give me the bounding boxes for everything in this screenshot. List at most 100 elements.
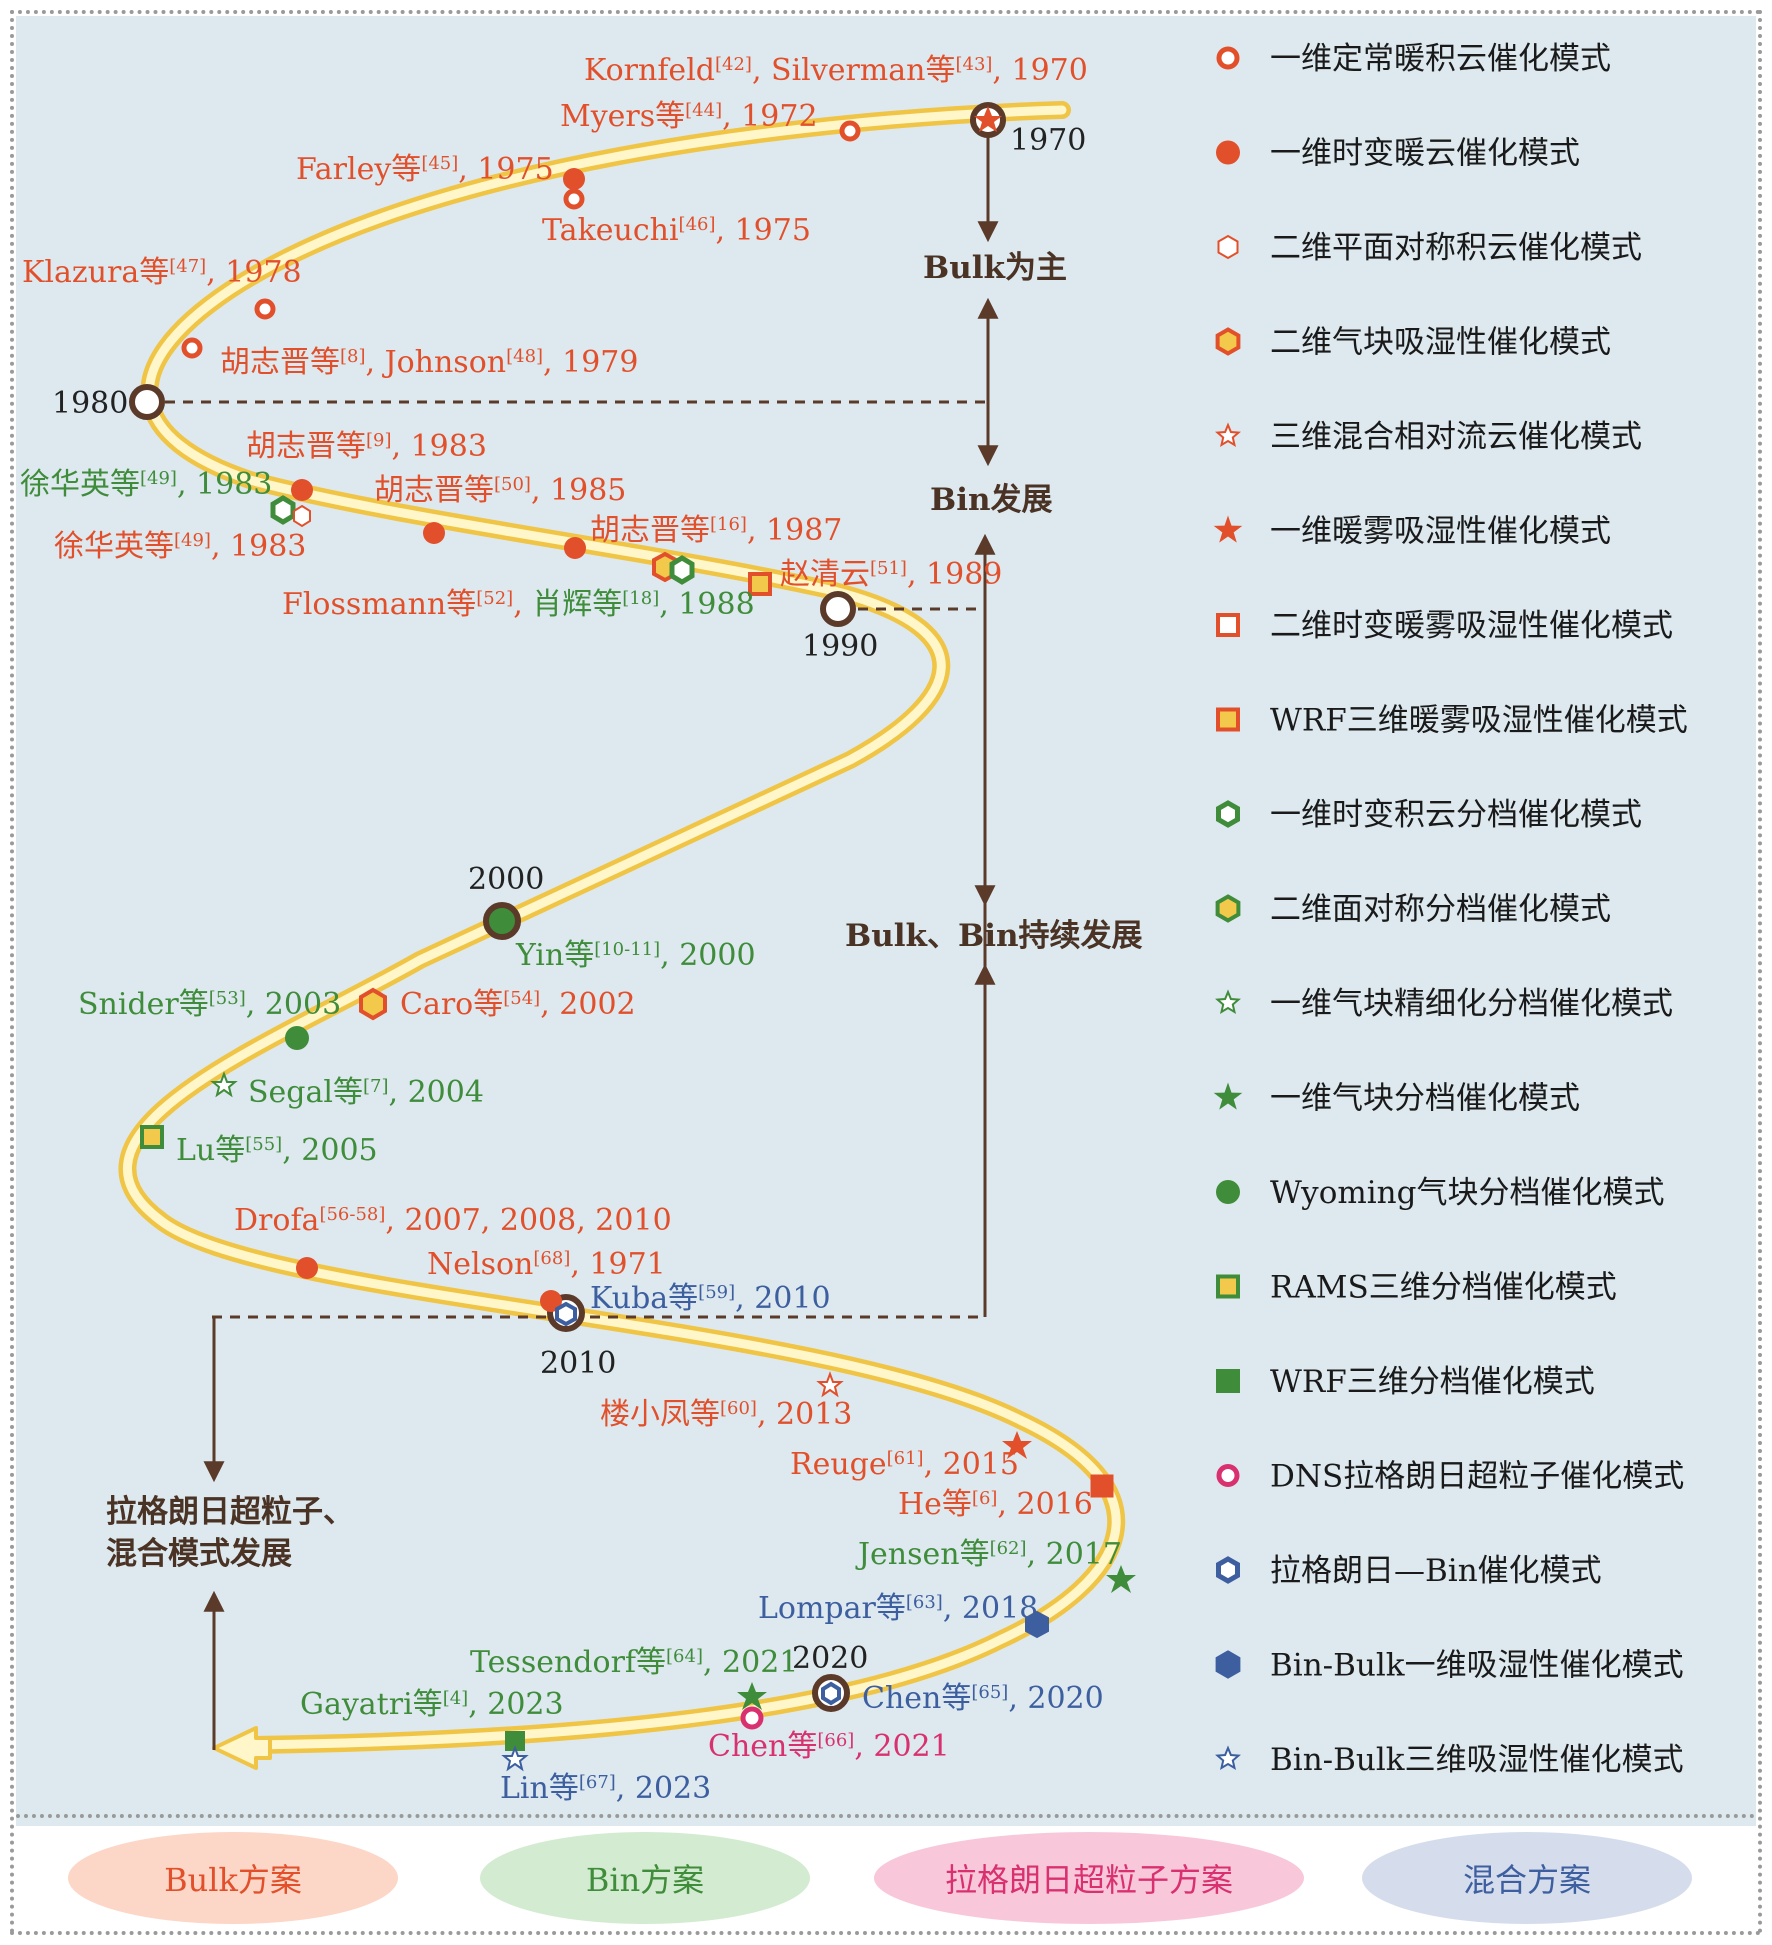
year-label-2010: 2010 xyxy=(540,1346,616,1381)
timeline-arrowhead xyxy=(212,1726,272,1770)
legend: 一维定常暖积云催化模式一维时变暖云催化模式二维平面对称积云催化模式二维气块吸湿性… xyxy=(1213,41,1688,1778)
year-label-1990: 1990 xyxy=(802,629,878,664)
square-filled-icon xyxy=(1090,1474,1114,1498)
dot-icon xyxy=(1216,140,1240,165)
ring-icon xyxy=(839,120,861,142)
year-label-1980: 1980 xyxy=(52,386,128,421)
star-filled-icon xyxy=(1213,515,1243,543)
hexagon-filled-icon xyxy=(1025,1610,1049,1639)
dot-icon xyxy=(296,1257,318,1279)
star-outline-icon xyxy=(1215,422,1241,447)
star-filled-icon xyxy=(1213,1082,1243,1110)
stage-labels: Bulk为主 Bin发展 Bulk、Bin持续发展 拉格朗日超粒子、 混合模式发… xyxy=(106,250,1143,1572)
study-label: 徐华英等[49], 1983 xyxy=(20,467,272,502)
dot-icon xyxy=(563,168,585,190)
study-label: Kuba等[59], 2010 xyxy=(590,1281,831,1316)
hexagon-outline-icon xyxy=(293,504,311,528)
study-label: 赵清云[51], 1989 xyxy=(780,557,1002,592)
star-filled-icon xyxy=(1002,1431,1032,1459)
star-filled-icon xyxy=(737,1682,767,1710)
stage-lagrange-line1: 拉格朗日超粒子、 xyxy=(106,1494,354,1530)
study-label: Yin等[10-11], 2000 xyxy=(515,938,756,973)
model-markers xyxy=(140,106,1136,1772)
milestone-2000 xyxy=(483,902,521,940)
dot-icon xyxy=(1216,1180,1240,1204)
legend-label: Bin-Bulk一维吸湿性催化模式 xyxy=(1270,1648,1684,1684)
study-label: 胡志晋等[50], 1985 xyxy=(374,473,626,508)
star-outline-icon xyxy=(501,1745,529,1772)
dot-icon xyxy=(291,479,313,501)
star-outline-icon xyxy=(816,1371,844,1398)
legend-label: Bin-Bulk三维吸湿性催化模式 xyxy=(1270,1742,1684,1778)
stage-both-dev: Bulk、Bin持续发展 xyxy=(845,918,1143,954)
ring-icon xyxy=(563,188,585,210)
hexagon-filled-icon xyxy=(1215,894,1241,923)
hexagon-outline-icon xyxy=(1217,234,1239,260)
timeline-curve xyxy=(118,101,1126,1770)
dot-icon xyxy=(285,1026,309,1050)
year-label-1970: 1970 xyxy=(1010,123,1086,158)
footer-divider xyxy=(16,1814,1756,1818)
hexagon-outline-icon xyxy=(821,1681,841,1706)
study-label: Caro等[54], 2002 xyxy=(400,987,636,1022)
stage-bin-dev: Bin发展 xyxy=(930,482,1053,518)
ring-icon xyxy=(740,1706,764,1730)
study-label: Reuge[61], 2015 xyxy=(790,1447,1019,1482)
scheme-bulk: Bulk方案 xyxy=(68,1832,398,1924)
legend-label: 一维气块分档催化模式 xyxy=(1270,1081,1580,1117)
milestone-1990 xyxy=(820,591,856,627)
legend-label: 一维时变积云分档催化模式 xyxy=(1270,797,1642,833)
outer-frame xyxy=(10,10,1762,1935)
stage-connectors xyxy=(147,122,999,1750)
legend-label: DNS拉格朗日超粒子催化模式 xyxy=(1270,1459,1684,1495)
year-label-2020: 2020 xyxy=(792,1641,868,1676)
hexagon-filled-icon xyxy=(1215,327,1241,356)
study-label: 胡志晋等[9], 1983 xyxy=(246,429,487,464)
study-label: Kornfeld[42], Silverman等[43], 1970 xyxy=(584,53,1088,88)
star-outline-icon xyxy=(1215,1745,1241,1770)
year-label-2000: 2000 xyxy=(468,862,544,897)
ring-icon xyxy=(1216,46,1240,70)
study-label: 胡志晋等[8], Johnson[48], 1979 xyxy=(220,345,638,380)
milestone-1980 xyxy=(129,384,165,420)
square-outline-icon xyxy=(1216,613,1240,637)
hexagon-outline-icon xyxy=(555,1301,577,1327)
legend-label: Wyoming气块分档催化模式 xyxy=(1270,1175,1664,1211)
scheme-bin-label: Bin方案 xyxy=(585,1861,705,1899)
scheme-hybrid-label: 混合方案 xyxy=(1462,1861,1591,1899)
diagram-panel xyxy=(16,16,1756,1826)
year-labels: 1970 1980 1990 2000 2010 2020 xyxy=(52,123,1086,1676)
study-label: Myers等[44], 1972 xyxy=(560,99,818,134)
study-label: Lompar等[63], 2018 xyxy=(758,1591,1038,1626)
study-label: Jensen等[62], 2017 xyxy=(855,1537,1122,1572)
scheme-hybrid: 混合方案 xyxy=(1362,1832,1692,1924)
study-label: Klazura等[47], 1978 xyxy=(22,255,302,290)
study-label: 徐华英等[49], 1983 xyxy=(54,529,306,564)
legend-label: 拉格朗日—Bin催化模式 xyxy=(1270,1553,1602,1589)
dot-icon xyxy=(540,1290,562,1312)
hexagon-outline-icon xyxy=(1216,800,1240,828)
study-label: Takeuchi[46], 1975 xyxy=(542,213,811,248)
study-label: Lu等[55], 2005 xyxy=(176,1133,378,1168)
legend-label: 一维暖雾吸湿性催化模式 xyxy=(1270,514,1611,550)
study-labels: Kornfeld[42], Silverman等[43], 1970 Myers… xyxy=(20,53,1122,1806)
study-label: Farley等[45], 1975 xyxy=(296,152,554,187)
study-label: Gayatri等[4], 2023 xyxy=(300,1687,564,1722)
ring-icon xyxy=(254,298,276,320)
dot-icon xyxy=(564,537,586,559)
hexagon-outline-icon xyxy=(270,495,296,525)
legend-label: 一维定常暖积云催化模式 xyxy=(1270,41,1611,77)
legend-label: 一维时变暖云催化模式 xyxy=(1270,136,1580,172)
scheme-bulk-label: Bulk方案 xyxy=(164,1861,302,1899)
square-outline-icon xyxy=(1216,1274,1240,1299)
study-label: He等[6], 2016 xyxy=(898,1487,1093,1522)
square-filled-icon xyxy=(505,1731,525,1751)
study-label: Lin等[67], 2023 xyxy=(500,1771,711,1806)
legend-label: 二维气块吸湿性催化模式 xyxy=(1270,325,1611,361)
study-label: Flossmann等[52], 肖辉等[18], 1988 xyxy=(282,587,755,622)
study-label: Nelson[68], 1971 xyxy=(427,1247,666,1282)
legend-label: WRF三维分档催化模式 xyxy=(1270,1364,1595,1400)
legend-label: 三维混合相对流云催化模式 xyxy=(1270,419,1642,455)
year-milestones xyxy=(129,102,1006,1712)
star-outline-icon xyxy=(210,1071,238,1098)
